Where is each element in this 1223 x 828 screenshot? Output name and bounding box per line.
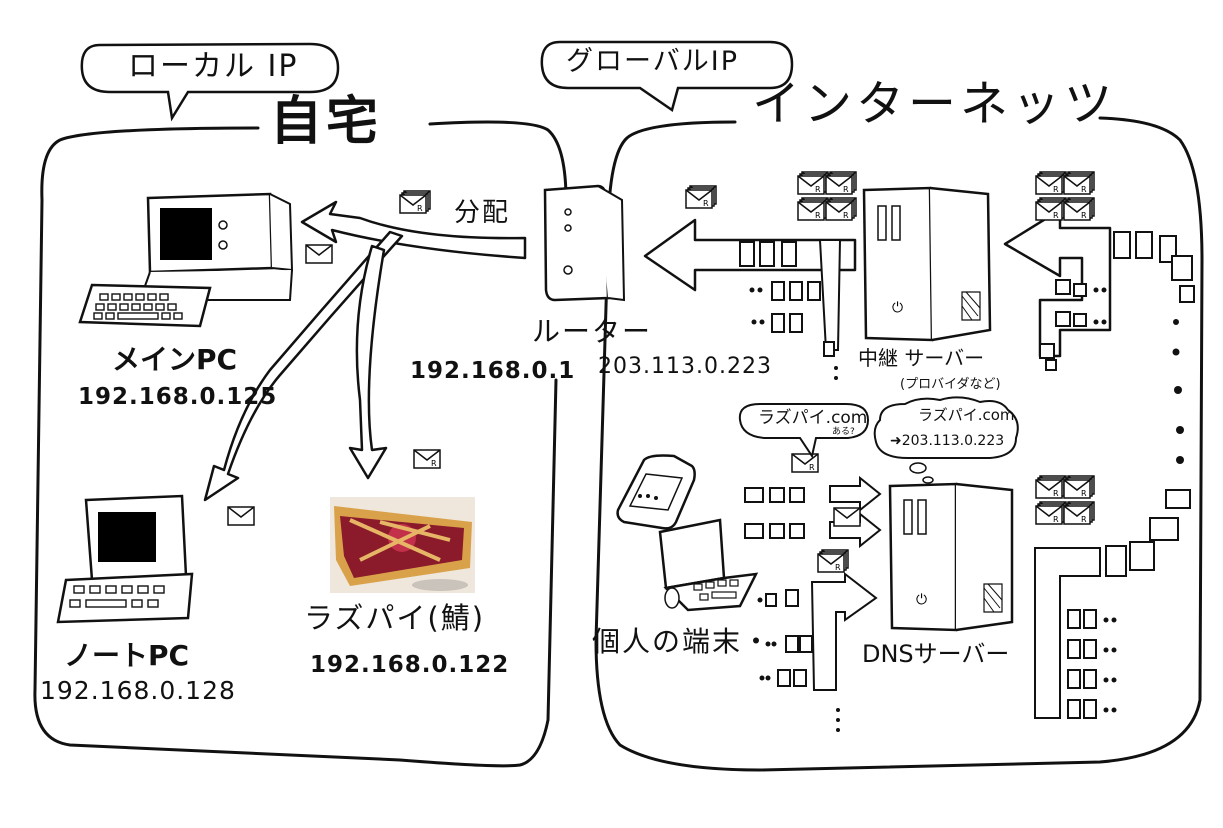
home-region-title: 自宅 xyxy=(270,92,383,152)
global-ip-bubble-label: グローバルIP xyxy=(566,46,739,77)
data-dots xyxy=(757,366,840,732)
dns-answer-title: ラズパイ.com xyxy=(918,406,1015,424)
router-icon xyxy=(543,184,626,302)
envelope-icon xyxy=(1036,476,1066,498)
dns-answer-thought-bubble xyxy=(873,396,1019,459)
envelope-icon xyxy=(1036,172,1066,194)
note-pc-ip: 192.168.0.128 xyxy=(40,676,236,705)
internet-region-title: インターネッツ xyxy=(752,76,1117,132)
distribute-arrow-main xyxy=(300,200,527,260)
query-arrows xyxy=(744,475,882,691)
envelope-icon xyxy=(798,198,828,220)
distribute-arrow-to-note xyxy=(203,230,404,502)
query-thought-bubble xyxy=(738,403,870,459)
envelope-icon xyxy=(826,198,856,220)
laptop-icon xyxy=(658,518,759,612)
main-pc-ip: 192.168.0.125 xyxy=(78,384,278,410)
router-label: ルーター xyxy=(532,315,653,348)
main-pc-name: メインPC xyxy=(112,343,238,376)
envelope-icon xyxy=(826,172,856,194)
envelope-icon xyxy=(798,172,828,194)
dns-server-name: DNSサーバー xyxy=(862,640,1010,668)
envelope-icon xyxy=(413,449,441,469)
envelope-icon xyxy=(305,244,333,264)
smartphone-icon xyxy=(616,454,696,530)
envelope-icon xyxy=(686,186,716,208)
query-bubble-sub: ある? xyxy=(832,427,855,437)
router-local-ip: 192.168.0.1 xyxy=(410,358,576,384)
local-ip-bubble xyxy=(80,42,340,122)
distribute-label: 分配 xyxy=(454,198,511,228)
router-global-ip: 203.113.0.223 xyxy=(598,354,772,379)
note-pc-name: ノートPC xyxy=(64,639,190,672)
envelope-icon xyxy=(400,191,430,213)
internet-region-border xyxy=(594,116,1204,772)
envelope-icon xyxy=(1036,502,1066,524)
envelope-icon xyxy=(1036,198,1066,220)
envelope-icon xyxy=(1064,172,1094,194)
distribute-arrow-to-raspi xyxy=(348,244,388,480)
raspi-name: ラズパイ(鯖) xyxy=(304,601,486,635)
relay-server-note: (プロバイダなど) xyxy=(900,377,1001,392)
svg-text:⏻: ⏻ xyxy=(892,300,903,316)
chain-dots xyxy=(1093,287,1184,464)
local-ip-bubble-label: ローカル IP xyxy=(128,49,299,84)
dns-answer-ip: ➜203.113.0.223 xyxy=(890,433,1005,449)
envelope-icon xyxy=(791,453,819,473)
terminals-label: 個人の端末・ xyxy=(592,625,773,658)
envelope-icon xyxy=(1064,476,1094,498)
pie-photo xyxy=(330,497,475,593)
server-icon: ⏻ xyxy=(888,482,1014,632)
global-ip-bubble xyxy=(540,40,794,113)
server-icon: ⏻ xyxy=(862,186,992,342)
raspi-ip: 192.168.0.122 xyxy=(310,652,510,678)
laptop-icon xyxy=(56,494,194,624)
envelope-icon xyxy=(1064,502,1094,524)
envelope-icon xyxy=(1064,198,1094,220)
data-blocks xyxy=(739,239,842,357)
query-bubble-text: ラズパイ.com xyxy=(758,408,868,428)
svg-text:⏻: ⏻ xyxy=(916,592,927,608)
data-blocks xyxy=(1039,231,1195,371)
relay-server-name: 中継 サーバー xyxy=(858,346,985,370)
envelope-icon xyxy=(227,506,255,526)
data-dots xyxy=(1103,617,1117,713)
data-blocks xyxy=(1034,489,1191,719)
home-region-border xyxy=(33,120,568,768)
data-dots xyxy=(749,287,765,325)
envelope-icon xyxy=(833,507,861,527)
envelope-icon xyxy=(818,550,848,572)
desktop-pc-icon xyxy=(78,192,294,328)
